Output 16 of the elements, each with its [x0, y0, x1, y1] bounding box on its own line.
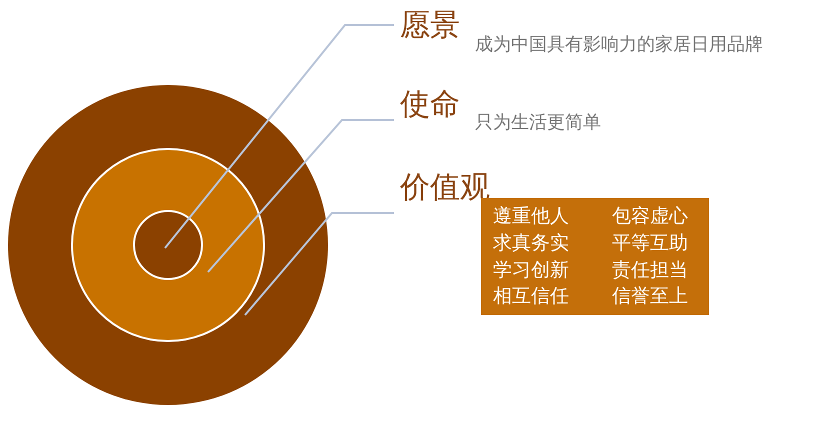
description-text: 成为中国具有影响力的家居日用品牌	[475, 34, 763, 56]
description-text: 只为生活更简单	[475, 112, 601, 134]
value-item: 求真务实	[493, 230, 570, 256]
value-item: 责任担当	[612, 258, 689, 282]
heading: 愿景	[400, 8, 460, 44]
value-item: 遵重他人	[493, 204, 570, 229]
leader-line	[164, 24, 394, 249]
value-item: 信誉至上	[612, 284, 689, 309]
leader-line	[207, 119, 394, 273]
value-item: 平等互助	[612, 230, 689, 256]
heading: 使命	[400, 87, 460, 123]
leader-line	[244, 212, 394, 316]
value-item: 相互信任	[493, 284, 570, 309]
value-item: 包容虚心	[612, 204, 689, 229]
value-item: 学习创新	[493, 258, 570, 282]
heading: 价值观	[400, 170, 490, 206]
